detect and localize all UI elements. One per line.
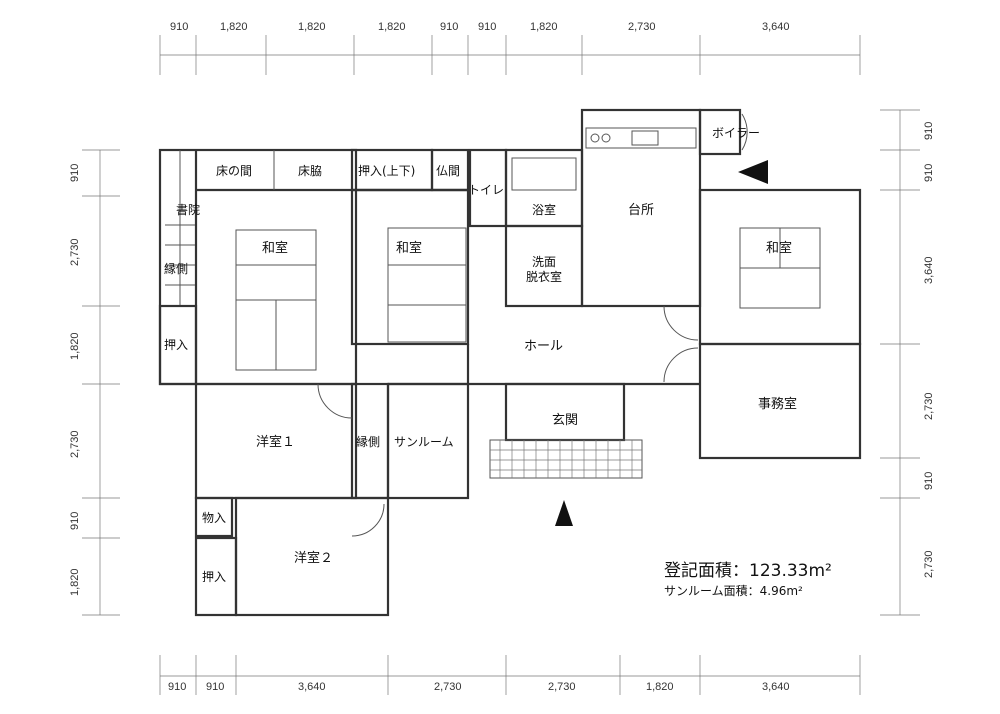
oshiire-bottom-label: 押入 xyxy=(202,570,226,584)
sunroom-area-text: サンルーム面積：4.96m² xyxy=(664,584,803,598)
kitchen-label: 台所 xyxy=(628,203,654,218)
sunroom-label: サンルーム xyxy=(394,435,454,449)
engawa-mid-label: 縁側 xyxy=(356,434,380,449)
shoin-label: 書院 xyxy=(176,203,200,217)
bottom-dim-6: 1,820 xyxy=(646,681,674,693)
butsuma-label: 仏間 xyxy=(436,164,460,178)
bath-label: 浴室 xyxy=(532,202,556,217)
washitsu-right-label: 和室 xyxy=(766,240,792,256)
left-dim-6: 1,820 xyxy=(69,568,81,596)
bottom-dim-1: 910 xyxy=(168,681,186,693)
oshiire-left-label: 押入 xyxy=(164,338,188,352)
senmen-label: 洗面 xyxy=(532,255,556,269)
right-dim-4: 2,730 xyxy=(923,392,935,420)
walls xyxy=(158,108,862,617)
top-dim-6: 910 xyxy=(478,21,496,33)
left-dim-1: 910 xyxy=(69,164,81,182)
bottom-dim-5: 2,730 xyxy=(548,681,576,693)
tokonoma-label: 床の間 xyxy=(216,164,252,178)
right-dim-3: 3,640 xyxy=(923,256,935,284)
washitsu-big-label: 和室 xyxy=(262,240,288,256)
left-dim-4: 2,730 xyxy=(69,430,81,458)
door-swings xyxy=(317,113,748,537)
monoire-label: 物入 xyxy=(202,511,226,525)
datsuishitsu-label: 脱衣室 xyxy=(526,269,562,284)
office-label: 事務室 xyxy=(758,396,797,412)
registered-area-text: 登記面積：123.33m² xyxy=(664,561,832,581)
left-dim-2: 2,730 xyxy=(69,238,81,266)
bottom-dim-4: 2,730 xyxy=(434,681,462,693)
top-dim-9: 3,640 xyxy=(762,21,790,33)
top-dimension-line: 910 1,820 1,820 1,820 910 910 1,820 2,73… xyxy=(159,21,861,75)
top-dim-1: 910 xyxy=(170,21,188,33)
right-dimension-line: 910 910 3,640 2,730 910 2,730 xyxy=(880,109,935,616)
bottom-dim-7: 3,640 xyxy=(762,681,790,693)
top-dim-8: 2,730 xyxy=(628,21,656,33)
top-dim-2: 1,820 xyxy=(220,21,248,33)
engawa-left-label: 縁側 xyxy=(164,261,188,276)
top-dim-7: 1,820 xyxy=(530,21,558,33)
genkan-label: 玄関 xyxy=(552,413,578,428)
toilet-label: トイレ xyxy=(468,183,504,197)
youshitsu2-label: 洋室２ xyxy=(294,550,333,566)
oshiire-updown-label: 押入(上下) xyxy=(358,164,415,178)
service-entrance-arrow-icon xyxy=(738,160,768,184)
left-dimension-line: 910 2,730 1,820 2,730 910 1,820 xyxy=(69,149,120,616)
top-dim-5: 910 xyxy=(440,21,458,33)
right-dim-2: 910 xyxy=(923,164,935,182)
right-dim-1: 910 xyxy=(923,122,935,140)
left-dim-5: 910 xyxy=(69,512,81,530)
boiler-label: ボイラー xyxy=(712,126,760,140)
left-dim-3: 1,820 xyxy=(69,332,81,360)
washitsu-mid-label: 和室 xyxy=(396,240,422,256)
youshitsu1-label: 洋室１ xyxy=(256,434,295,450)
bottom-dim-2: 910 xyxy=(206,681,224,693)
hall-label: ホール xyxy=(524,339,563,354)
right-dim-6: 2,730 xyxy=(923,550,935,578)
top-dim-4: 1,820 xyxy=(378,21,406,33)
bottom-dim-3: 3,640 xyxy=(298,681,326,693)
bottom-dimension-line: 910 910 3,640 2,730 2,730 1,820 3,640 xyxy=(159,655,861,695)
top-dim-3: 1,820 xyxy=(298,21,326,33)
tokowaki-label: 床脇 xyxy=(298,164,322,178)
right-dim-5: 910 xyxy=(923,472,935,490)
entrance-arrow-icon xyxy=(555,500,573,526)
entrance-tiles xyxy=(489,439,643,479)
